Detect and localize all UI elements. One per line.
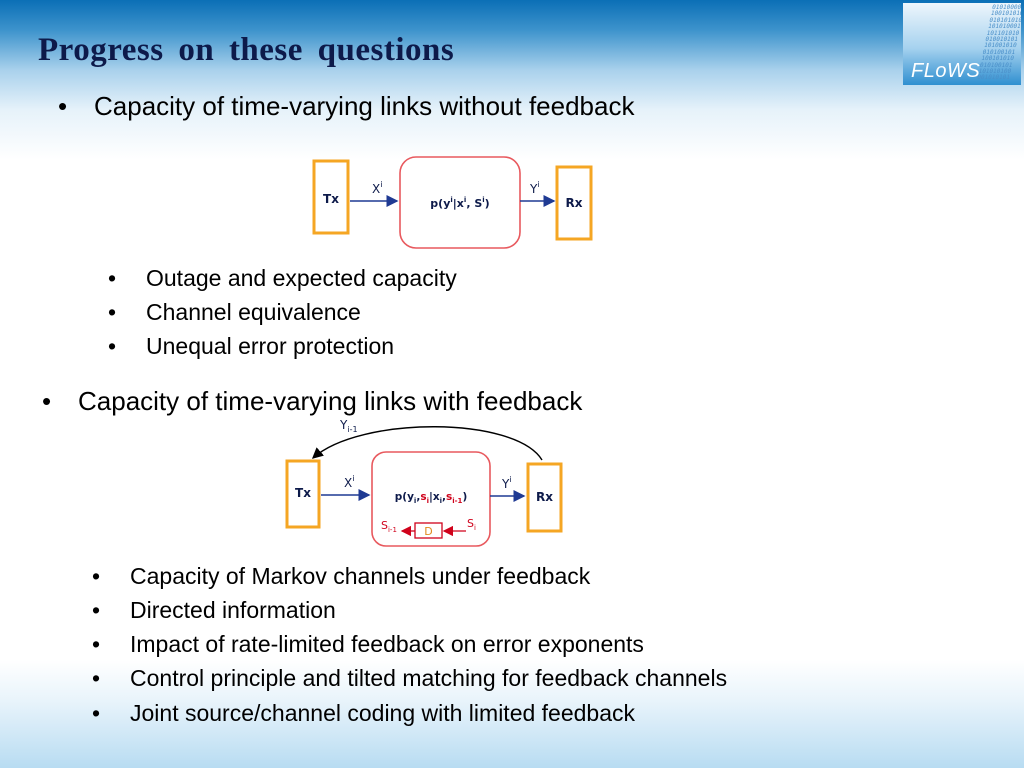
fb-sub: i-1 <box>347 425 357 434</box>
ch-state: s <box>420 491 426 503</box>
state-si-label: Si <box>467 517 476 532</box>
state-letter: S <box>467 517 474 530</box>
delay-label: D <box>424 525 432 538</box>
state-letter: S <box>381 519 388 532</box>
logo-text: FLoWS <box>911 60 981 82</box>
section1-bullet: • Outage and expected capacity <box>108 265 457 292</box>
ch-sub: i <box>440 497 442 505</box>
ch-sub: i <box>414 497 416 505</box>
bullet-dot: • <box>108 333 117 359</box>
x-sup: i <box>352 474 354 483</box>
state-sub: i <box>474 524 476 532</box>
tx-box <box>312 159 350 235</box>
ch-sup: i <box>464 196 466 204</box>
x-input-label: Xi <box>372 180 382 196</box>
bullet-dot: • <box>92 597 101 623</box>
channel-box <box>371 451 491 547</box>
bullet-dot: • <box>92 700 101 726</box>
flows-logo: 010100000 100101010 010101010 101010001 … <box>903 3 1021 85</box>
diagram-with-feedback: Yi-1 Tx Xi p(yi,si|xi,si-1) D Si-1 Si Yi… <box>285 418 563 547</box>
slide-title: Progress on these questions <box>38 32 455 68</box>
section2-bullet: • Impact of rate-limited feedback on err… <box>92 631 644 658</box>
ch-part: ) <box>462 491 467 503</box>
tx-label: Tx <box>323 192 339 206</box>
x-sup: i <box>380 180 382 189</box>
section1-bullet: • Unequal error protection <box>108 333 394 360</box>
section1-heading-text: Capacity of time-varying links without f… <box>94 91 635 121</box>
ch-part: p(y <box>430 197 450 210</box>
channel-label: p(yi,si|xi,si-1) <box>395 491 468 505</box>
section2-heading: • Capacity of time-varying links with fe… <box>42 386 582 417</box>
bullet-text: Directed information <box>130 597 336 623</box>
bullet-dot: • <box>108 265 117 291</box>
bullet-dot: • <box>92 631 101 657</box>
section2-bullet: • Control principle and tilted matching … <box>92 665 727 692</box>
bullet-text: Capacity of Markov channels under feedba… <box>130 563 591 589</box>
ch-sup: i <box>482 196 484 204</box>
ch-state: s <box>446 491 452 503</box>
rx-label: Rx <box>536 490 553 504</box>
bullet-text: Channel equivalence <box>146 299 361 325</box>
x-input-label: Xi <box>344 474 354 490</box>
ch-part: p(y <box>395 491 414 503</box>
section1-bullet: • Channel equivalence <box>108 299 361 326</box>
ch-part: , <box>416 491 420 503</box>
ch-part: ) <box>485 197 490 210</box>
feedback-arc <box>311 426 543 461</box>
bullet-text: Unequal error protection <box>146 333 395 359</box>
bullet-text: Outage and expected capacity <box>146 265 457 291</box>
bullet-text: Control principle and tilted matching fo… <box>130 665 728 691</box>
x-letter: X <box>372 182 380 196</box>
ch-sup: i <box>450 196 452 204</box>
section2-heading-text: Capacity of time-varying links with feed… <box>78 386 583 416</box>
section2-bullet: • Joint source/channel coding with limit… <box>92 700 635 727</box>
y-letter: Y <box>529 182 538 196</box>
feedback-label: Yi-1 <box>339 418 358 434</box>
state-si1-label: Si-1 <box>381 519 397 534</box>
section1-heading: • Capacity of time-varying links without… <box>58 91 634 122</box>
y-letter: Y <box>501 477 510 491</box>
channel-label: p(yi|xi, Si) <box>430 196 489 210</box>
rx-label: Rx <box>566 196 583 210</box>
tx-label: Tx <box>295 486 311 500</box>
state-sub: i-1 <box>388 526 397 534</box>
bullet-dot: • <box>58 91 68 121</box>
ch-part: |x <box>429 491 440 503</box>
section2-bullet: • Directed information <box>92 597 336 624</box>
diagram-no-feedback: Tx Xi p(yi|xi, Si) Yi Rx <box>312 156 593 249</box>
y-sup: i <box>509 475 511 484</box>
fb-letter: Y <box>339 418 348 432</box>
y-output-label: Yi <box>501 475 512 491</box>
ch-sub: i-1 <box>452 497 462 505</box>
ch-sub: i <box>427 497 429 505</box>
y-output-label: Yi <box>529 180 540 196</box>
ch-part: |x <box>453 197 464 210</box>
bullet-text: Impact of rate-limited feedback on error… <box>130 631 644 657</box>
bullet-dot: • <box>108 299 117 325</box>
ch-part: , <box>442 491 446 503</box>
y-sup: i <box>537 180 539 189</box>
x-letter: X <box>344 476 352 490</box>
tx-box <box>285 459 321 529</box>
bullet-dot: • <box>92 563 101 589</box>
section2-bullet: • Capacity of Markov channels under feed… <box>92 563 590 590</box>
rx-box <box>555 165 593 241</box>
bullet-dot: • <box>92 665 101 691</box>
bullet-dot: • <box>42 386 52 416</box>
ch-part: , S <box>466 197 482 210</box>
bullet-text: Joint source/channel coding with limited… <box>130 700 636 726</box>
rx-box <box>526 462 563 533</box>
channel-box <box>399 156 521 249</box>
